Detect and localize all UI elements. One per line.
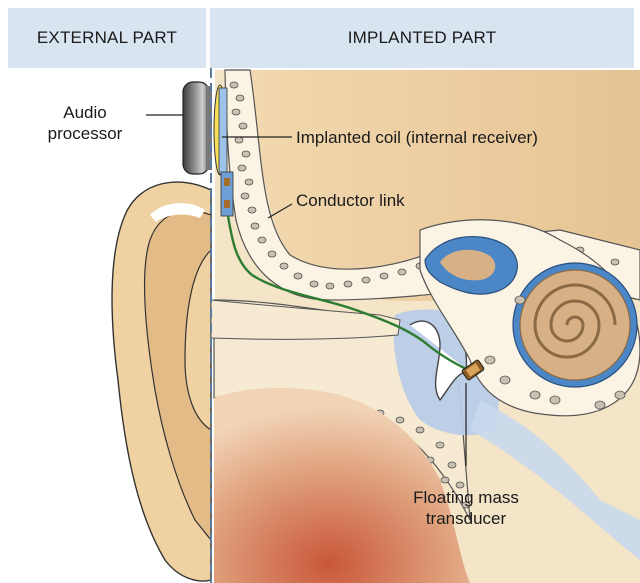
- audio-processor-label: Audio processor: [30, 102, 140, 144]
- audio-processor-label-line1: Audio: [30, 102, 140, 123]
- cochlea: [513, 263, 637, 387]
- header-external-part: EXTERNAL PART: [8, 8, 206, 68]
- fmt-label: Floating mass transducer: [396, 487, 536, 529]
- fmt-label-line1: Floating mass: [396, 487, 536, 508]
- header-implanted-part: IMPLANTED PART: [210, 8, 634, 68]
- fmt-label-line2: transducer: [396, 508, 536, 529]
- audio-processor-label-line2: processor: [30, 123, 140, 144]
- implanted-coil-label: Implanted coil (internal receiver): [296, 127, 538, 148]
- audio-processor: [183, 82, 212, 174]
- conductor-link-label: Conductor link: [296, 190, 405, 211]
